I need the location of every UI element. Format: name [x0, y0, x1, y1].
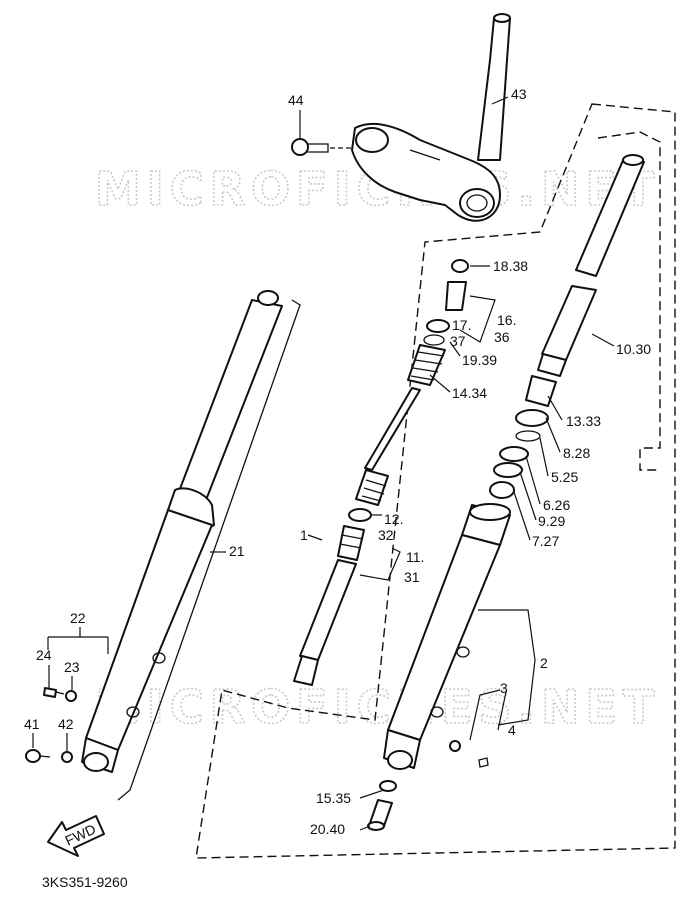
watermark-bottom: MICROFICHES.NET — [95, 680, 660, 734]
callout-32: 32 — [378, 527, 394, 543]
callout-20: 20.40 — [310, 821, 345, 837]
fwd-arrow-icon: FWD — [47, 815, 105, 857]
steering-stem — [351, 13, 511, 222]
callout-15: 15.35 — [316, 790, 351, 806]
callout-19: 19.39 — [462, 352, 497, 368]
callout-9: 9.29 — [538, 513, 565, 529]
callout-37: 37 — [450, 333, 466, 349]
pinch-bolt-44 — [291, 138, 352, 156]
callout-6: 6.26 — [543, 497, 570, 513]
callout-8: 8.28 — [563, 445, 590, 461]
assembly-dashed-outline — [195, 103, 676, 859]
callout-44: 44 — [288, 92, 304, 108]
damper-bolt — [367, 780, 397, 831]
callout-22: 22 — [70, 610, 86, 626]
left-fork-assembly — [81, 290, 301, 801]
callout-31: 31 — [404, 569, 420, 585]
callout-42: 42 — [58, 716, 74, 732]
callout-17: 17. — [452, 317, 471, 333]
callout-1: 1 — [300, 527, 308, 543]
damper-rod-assembly — [293, 259, 469, 686]
callout-36: 36 — [494, 329, 510, 345]
drawing-code: 3KS351-9260 — [42, 874, 128, 890]
small-fasteners — [25, 687, 77, 763]
callout-18: 18.38 — [493, 258, 528, 274]
callout-5: 5.25 — [551, 469, 578, 485]
callout-2: 2 — [540, 655, 548, 671]
callout-11: 11. — [406, 549, 424, 565]
callout-43: 43 — [511, 86, 527, 102]
callout-4: 4 — [508, 722, 516, 738]
callout-23: 23 — [64, 659, 80, 675]
callout-3: 3 — [500, 680, 508, 696]
callout-21: 21 — [229, 543, 245, 559]
leader-lines — [32, 96, 615, 831]
fork-tube-parts — [383, 154, 645, 770]
callout-12: 12. — [384, 511, 403, 527]
callout-24: 24 — [36, 647, 52, 663]
callout-13: 13.33 — [566, 413, 601, 429]
callout-41: 41 — [24, 716, 40, 732]
inner-tube-dashed-outline — [597, 131, 661, 471]
callout-7: 7.27 — [532, 533, 559, 549]
callout-16: 16. — [497, 312, 516, 328]
callout-10: 10.30 — [616, 341, 651, 357]
callout-14: 14.34 — [452, 385, 487, 401]
